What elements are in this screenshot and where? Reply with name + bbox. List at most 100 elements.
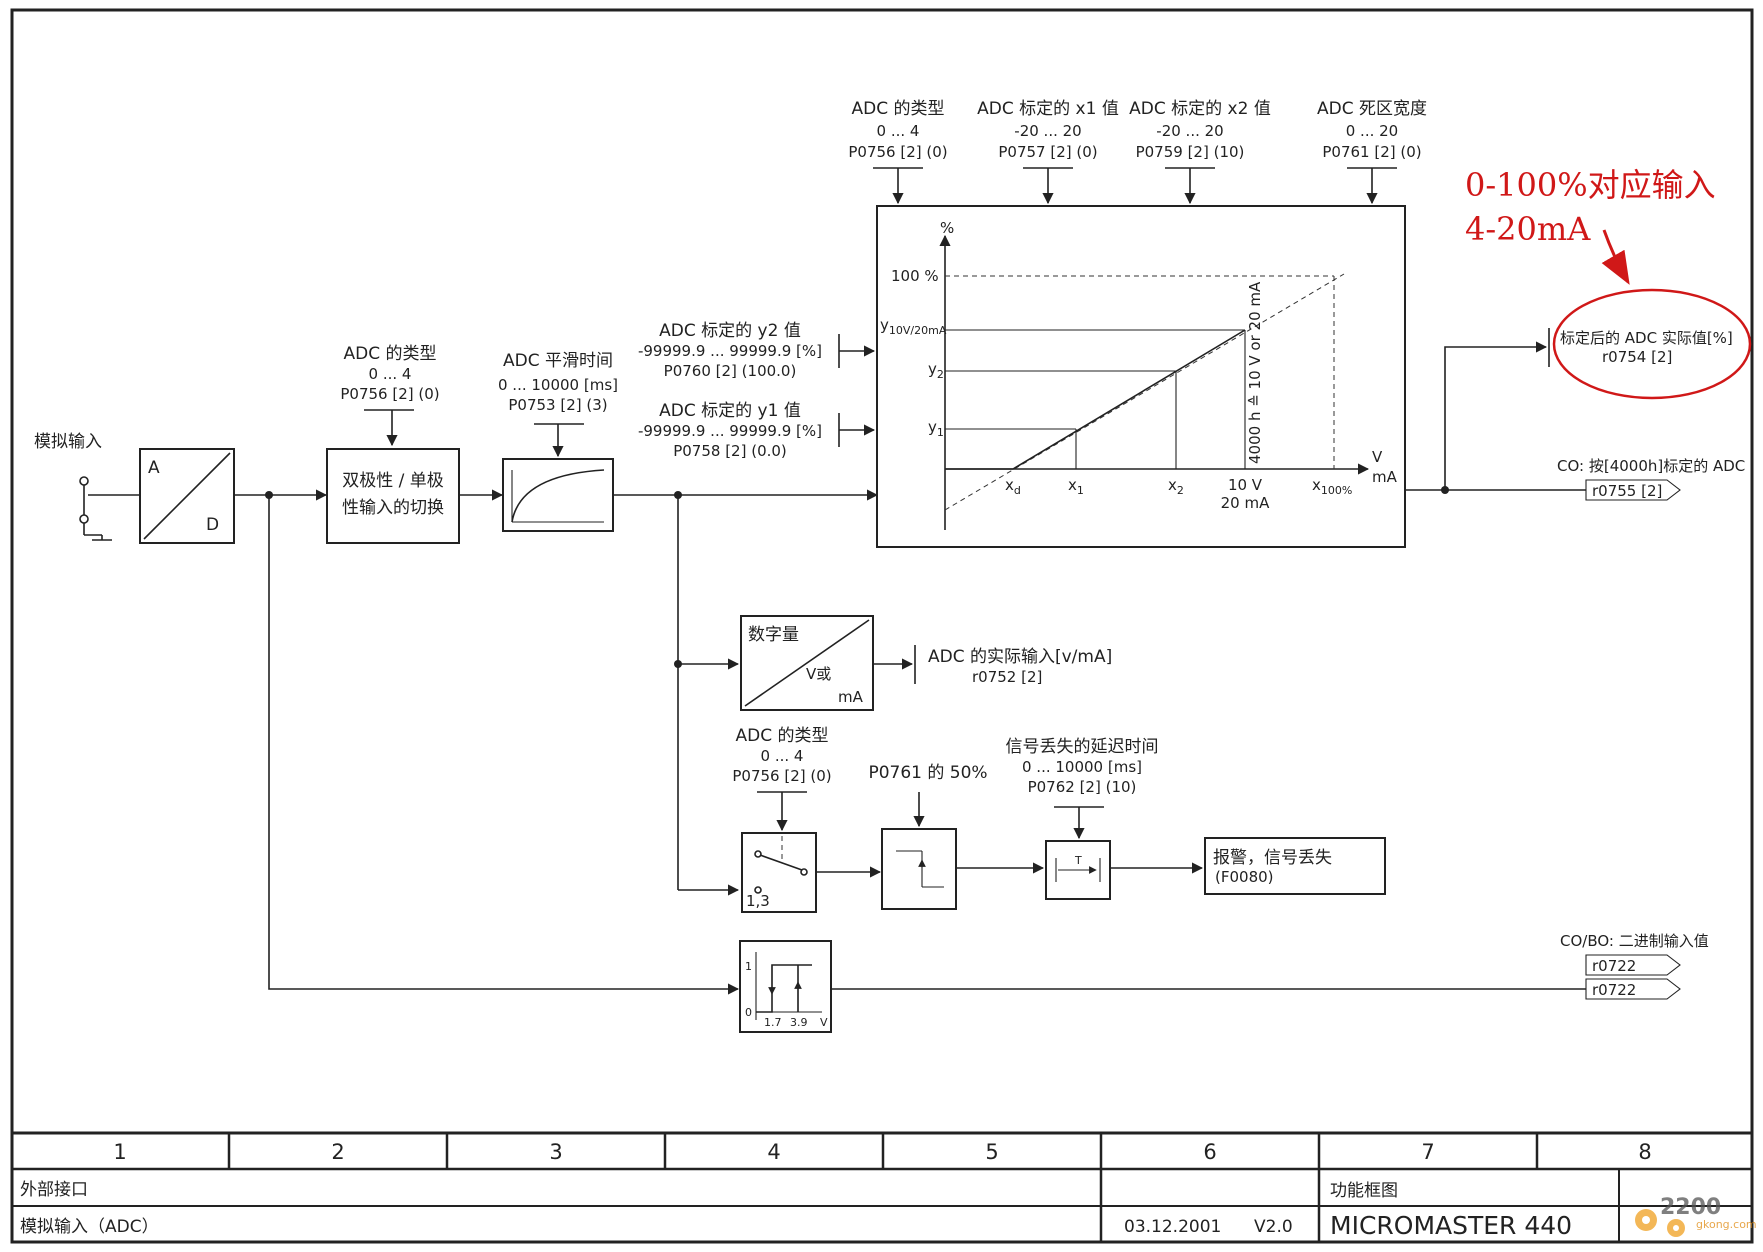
binary-output-param2: r0722 <box>1592 981 1636 999</box>
graph-x1: x1 <box>1068 476 1084 497</box>
binary-output-param1: r0722 <box>1592 957 1636 975</box>
filter-curve-icon <box>511 469 605 523</box>
threshold-label: P0761 的 50% <box>868 763 987 783</box>
graph-x10v: 10 V <box>1228 476 1263 494</box>
annotation-note-line1: 0-100%对应输入 <box>1465 166 1716 204</box>
graph-x-unit-v: V <box>1372 448 1383 466</box>
actual-input-param: r0752 [2] <box>972 668 1042 686</box>
y1-range: -99999.9 ... 99999.9 [%] <box>638 422 822 440</box>
y2-title: ADC 标定的 y2 值 <box>659 321 801 341</box>
footer-external-interface: 外部接口 <box>20 1180 88 1200</box>
wire-to-hysteresis <box>268 495 740 995</box>
analog-input-terminal-icon <box>79 476 112 541</box>
smoothing-param: P0753 [2] (3) <box>508 396 607 414</box>
footer-col-3: 3 <box>549 1140 562 1164</box>
type-selector-switch-block <box>741 832 817 913</box>
hyst-y0: 0 <box>745 1006 752 1019</box>
hyst-y1: 1 <box>745 960 752 973</box>
footer-title-block <box>12 1131 1752 1242</box>
switch-lever <box>759 854 803 871</box>
delay-range: 0 ... 10000 [ms] <box>1022 758 1142 776</box>
graph-xd: xd <box>1005 476 1021 497</box>
graph-x2: x2 <box>1168 476 1184 497</box>
adc-scaling-block <box>876 205 1406 548</box>
top-param-value: P0759 [2] (10) <box>1136 143 1245 161</box>
top-param-range: 0 ... 20 <box>1346 122 1398 140</box>
top-param-value: P0756 [2] (0) <box>848 143 947 161</box>
graph-y1: y1 <box>928 418 944 439</box>
footer-col-6: 6 <box>1203 1140 1216 1164</box>
switch-contact <box>754 850 762 858</box>
ad-diagonal <box>143 452 231 540</box>
graph-y-unit: % <box>940 219 954 237</box>
graph-ymax: y10V/20mA <box>880 316 947 337</box>
switch-contact <box>800 868 808 876</box>
ad-label-a: A <box>148 458 160 478</box>
switch-position-label: 1,3 <box>746 892 770 910</box>
digital-title: 数字量 <box>748 625 799 645</box>
top-param-value: P0761 [2] (0) <box>1322 143 1421 161</box>
footer-col-4: 4 <box>767 1140 780 1164</box>
footer-col-5: 5 <box>985 1140 998 1164</box>
outer-frame <box>10 8 1754 1244</box>
co-output-connector <box>1585 479 1681 501</box>
top-param-title: ADC 死区宽度 <box>1317 99 1427 119</box>
y1-title: ADC 标定的 y1 值 <box>659 401 801 421</box>
wire-to-scaled-output <box>1444 341 1548 490</box>
y2-param: P0760 [2] (100.0) <box>664 362 797 380</box>
switch-block-line2: 性输入的切换 <box>342 498 444 518</box>
graph-x20ma: 20 mA <box>1221 494 1270 512</box>
graph-y100: 100 % <box>891 267 939 285</box>
delay-param: P0762 [2] (10) <box>1028 778 1137 796</box>
ad-label-d: D <box>206 515 219 535</box>
y1-param: P0758 [2] (0.0) <box>673 442 787 460</box>
threshold-comparator-block <box>881 828 957 910</box>
graph-x100: x100% <box>1312 476 1352 497</box>
scaled-output-title: 标定后的 ADC 实际值[%] <box>1560 329 1733 347</box>
digital-ma: mA <box>838 688 864 706</box>
co-output-param: r0755 [2] <box>1592 482 1662 500</box>
characteristic-curve <box>945 329 1246 470</box>
binary-output-connector-1 <box>1585 954 1681 976</box>
digital-v: V或 <box>806 665 831 683</box>
scaled-output-param: r0754 [2] <box>1602 348 1672 366</box>
hyst-x17: 1.7 <box>764 1016 782 1029</box>
footer-product: MICROMASTER 440 <box>1330 1211 1572 1240</box>
graph-vertical-note: 4000 h ≙ 10 V or 20 mA <box>1246 281 1264 464</box>
footer-col-2: 2 <box>331 1140 344 1164</box>
watermark-site: gkong.com <box>1696 1218 1757 1231</box>
annotation-arrow <box>1601 229 1630 285</box>
alarm-signal-loss-block <box>1204 837 1386 895</box>
bipolar-unipolar-switch-block <box>326 448 460 544</box>
graph-y2: y2 <box>928 360 944 381</box>
switch-type-range: 0 ... 4 <box>369 365 412 383</box>
top-param-range: -20 ... 20 <box>1014 122 1081 140</box>
watermark-number: 2200 <box>1660 1195 1721 1220</box>
top-param-x1: ADC 标定的 x1 值 -20 ... 20 P0757 [2] (0) <box>977 99 1119 205</box>
top-param-range: -20 ... 20 <box>1156 122 1223 140</box>
smoothing-range: 0 ... 10000 [ms] <box>498 376 618 394</box>
binary-output-title: CO/BO: 二进制输入值 <box>1560 932 1709 950</box>
analog-input-label: 模拟输入 <box>34 432 102 452</box>
delay-title: 信号丢失的延迟时间 <box>1006 737 1159 757</box>
annotation-ellipse <box>1552 288 1752 400</box>
alarm-line1: 报警，信号丢失 <box>1213 848 1332 868</box>
digital-diagonal <box>744 619 870 707</box>
top-param-value: P0757 [2] (0) <box>998 143 1097 161</box>
smoothing-title: ADC 平滑时间 <box>503 351 613 371</box>
timer-t-label: T <box>1074 854 1082 867</box>
footer-date: 03.12.2001 <box>1124 1217 1221 1237</box>
top-param-title: ADC 标定的 x2 值 <box>1129 99 1271 119</box>
binary-hysteresis-block <box>739 940 832 1033</box>
top-param-deadband: ADC 死区宽度 0 ... 20 P0761 [2] (0) <box>1317 99 1427 205</box>
footer-version: V2.0 <box>1254 1217 1293 1237</box>
switch-type-title: ADC 的类型 <box>344 344 437 364</box>
binary-output-connector-2 <box>1585 978 1681 1000</box>
footer-function-diagram: 功能框图 <box>1330 1181 1398 1201</box>
switch-contact <box>754 886 762 894</box>
top-param-range: 0 ... 4 <box>877 122 920 140</box>
graph-x-unit-ma: mA <box>1372 468 1398 486</box>
alarm-line2: (F0080) <box>1215 868 1274 886</box>
type-switch-param: P0756 [2] (0) <box>732 767 831 785</box>
